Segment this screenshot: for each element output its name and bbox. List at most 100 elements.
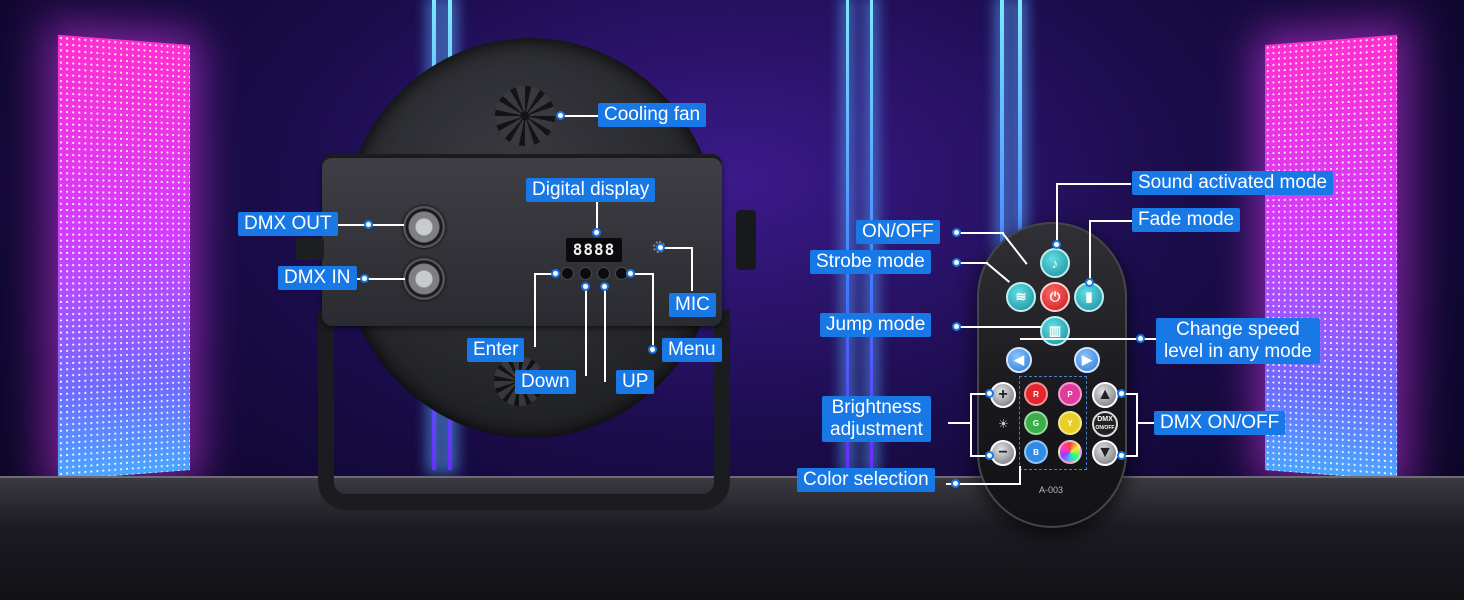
color-key-rainbow[interactable] [1058,440,1082,464]
callout-dot [985,451,994,460]
plus-icon: + [998,386,1008,403]
neon-bar [846,0,849,470]
color-key-blue[interactable]: B [1024,440,1048,464]
label-up: UP [616,370,655,394]
arrow-left-icon: ◀ [1014,352,1024,367]
label-cooling-fan: Cooling fan [598,103,707,127]
callout-line [1136,393,1138,457]
callout-line [560,115,598,117]
callout-dot [1085,278,1094,287]
dmx-out-connector[interactable] [403,206,445,248]
label-brightness-line1: Brightness [831,397,922,418]
remote-model: A-003 [1039,485,1064,495]
callout-line [958,262,988,264]
label-menu: Menu [662,338,722,362]
callout-line [1057,183,1131,185]
callout-dot [1117,389,1126,398]
callout-dot [581,282,590,291]
floor-edge [0,476,1464,479]
color-key-green[interactable]: G [1024,411,1048,435]
label-digital-display: Digital display [526,178,656,202]
bracket-knob [736,210,756,270]
brightness-up-button[interactable]: + [990,382,1016,408]
label-brightness: Brightness adjustment [822,396,931,442]
callout-line [970,393,972,457]
arrow-right-icon: ▶ [1082,352,1092,367]
callout-line [1116,393,1138,395]
callout-line [970,393,992,395]
callout-dot [600,282,609,291]
label-brightness-line2: adjustment [830,419,923,440]
callout-line [355,278,405,280]
dmx-text: DMX [1097,416,1113,423]
wave-icon: ≋ [1015,289,1027,304]
label-color-selection: Color selection [797,468,935,492]
label-fade-mode: Fade mode [1132,208,1241,232]
callout-dot [1052,240,1061,249]
callout-dot [656,243,665,252]
key-letter: Y [1067,418,1073,428]
callout-line [652,273,654,349]
jump-button[interactable]: ▥ [1040,316,1070,346]
callout-line [1136,422,1156,424]
label-on-off: ON/OFF [856,220,940,244]
dmx-down-button[interactable]: ▼ [1092,440,1118,466]
label-change-speed-line1: Change speed [1176,319,1300,340]
minus-icon: − [998,444,1008,461]
callout-dot [951,479,960,488]
color-key-red[interactable]: R [1024,382,1048,406]
equalizer-icon: ▥ [1048,323,1062,338]
callout-line [585,286,587,376]
triangle-up-icon: ▲ [1097,386,1113,403]
callout-line [958,232,1004,234]
triangle-down-icon: ▼ [1097,444,1113,461]
callout-dot [551,269,560,278]
speed-down-button[interactable]: ◀ [1006,347,1032,373]
label-dmx-on-off: DMX ON/OFF [1154,411,1286,435]
up-button[interactable] [598,268,609,279]
power-icon: ⏻ [1049,289,1061,304]
speed-up-button[interactable]: ▶ [1074,347,1100,373]
down-button[interactable] [580,268,591,279]
label-sound-activated-mode: Sound activated mode [1132,171,1334,195]
left-neon-panel [57,34,191,481]
color-key-yellow[interactable]: Y [1058,411,1082,435]
callout-dot [952,228,961,237]
color-key-pink[interactable]: P [1058,382,1082,406]
key-letter: G [1032,418,1040,428]
sound-activated-button[interactable]: ♪ [1040,248,1070,278]
label-change-speed: Change speed level in any mode [1156,318,1320,364]
menu-button[interactable] [616,268,627,279]
bars-icon: ▮ [1085,289,1093,304]
dmx-in-connector[interactable] [403,258,445,300]
callout-line [970,455,992,457]
callout-line [1020,338,1158,340]
callout-line [534,273,556,275]
digital-display: 8888 [566,238,622,262]
key-letter: P [1067,389,1073,399]
brightness-down-button[interactable]: − [990,440,1016,466]
callout-line [1019,466,1021,485]
mounting-bracket [318,310,730,510]
callout-line [958,326,1042,328]
enter-button[interactable] [562,268,573,279]
key-letter: B [1033,447,1039,457]
dmx-toggle-button[interactable]: DMX ON/OFF [1092,411,1118,437]
dmx-up-button[interactable]: ▲ [1092,382,1118,408]
power-button[interactable]: ⏻ [1040,282,1070,312]
callout-line [1116,455,1138,457]
callout-line [534,273,536,347]
label-dmx-out: DMX OUT [238,212,338,236]
music-note-icon: ♪ [1051,255,1059,271]
callout-dot [1136,334,1145,343]
callout-line [596,202,598,232]
strobe-button[interactable]: ≋ [1006,282,1036,312]
callout-dot [556,111,565,120]
label-change-speed-line2: level in any mode [1164,341,1312,362]
dmx-onoff-text: ON/OFF [1095,425,1115,431]
callout-dot [985,389,994,398]
callout-dot [592,228,601,237]
callout-dot [648,345,657,354]
callout-dot [952,258,961,267]
